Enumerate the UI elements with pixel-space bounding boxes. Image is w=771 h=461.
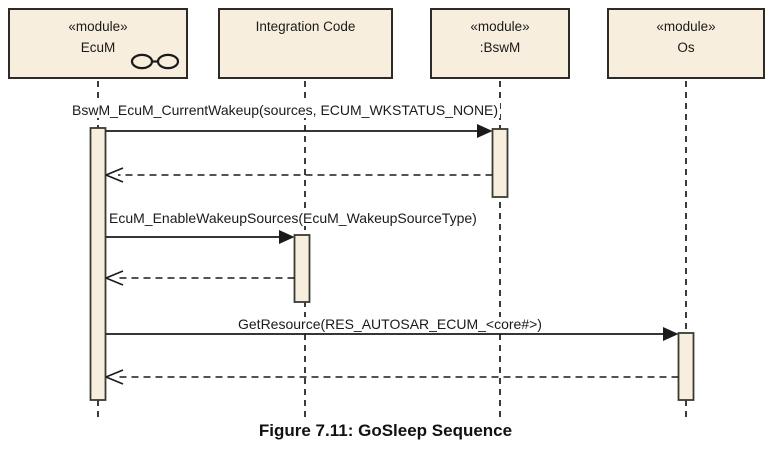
return-arrow-from-bswm (105, 167, 493, 183)
lifeline-head-os: «module» Os (607, 8, 765, 79)
lifeline-name: EcuM (80, 40, 116, 55)
stereotype-label: «module» (656, 19, 716, 34)
open-arrowhead-icon (105, 167, 124, 183)
lifeline-name: Integration Code (255, 19, 356, 34)
activation-bar-integration-code (293, 234, 311, 303)
filled-arrowhead-icon (663, 327, 679, 341)
lifeline-name: :BswM (479, 40, 521, 55)
figure-caption: Figure 7.11: GoSleep Sequence (258, 421, 513, 440)
lifeline-name: Os (677, 40, 695, 55)
stereotype-label: «module» (470, 19, 530, 34)
open-arrowhead-icon (105, 270, 124, 286)
stereotype-label: «module» (68, 19, 128, 34)
message-label-getresource: GetResource(RES_AUTOSAR_ECUM_<core#>) (236, 316, 544, 332)
message-arrow-enablewakeupsources (106, 230, 295, 244)
lifeline-head-bswm: «module» :BswM (430, 8, 570, 79)
return-arrow-from-os (105, 369, 679, 385)
activation-bar-bswm (491, 128, 509, 198)
open-arrowhead-icon (105, 369, 124, 385)
activation-bar-ecum (89, 127, 107, 401)
return-arrow-from-integration-code (105, 270, 295, 286)
message-arrow-bswm-currentwakeup (106, 124, 493, 138)
lifeline-head-ecum: «module» EcuM (8, 8, 188, 79)
activation-bar-os (677, 332, 695, 401)
message-arrow-getresource (106, 327, 679, 341)
filled-arrowhead-icon (279, 230, 295, 244)
linked-circles-icon (130, 53, 180, 70)
message-label-enablewakeupsources: EcuM_EnableWakeupSources(EcuM_WakeupSour… (107, 210, 479, 226)
filled-arrowhead-icon (477, 124, 493, 138)
message-label-currentwakeup: BswM_EcuM_CurrentWakeup(sources, ECUM_WK… (70, 102, 501, 118)
lifeline-head-integration-code: Integration Code (218, 8, 393, 79)
